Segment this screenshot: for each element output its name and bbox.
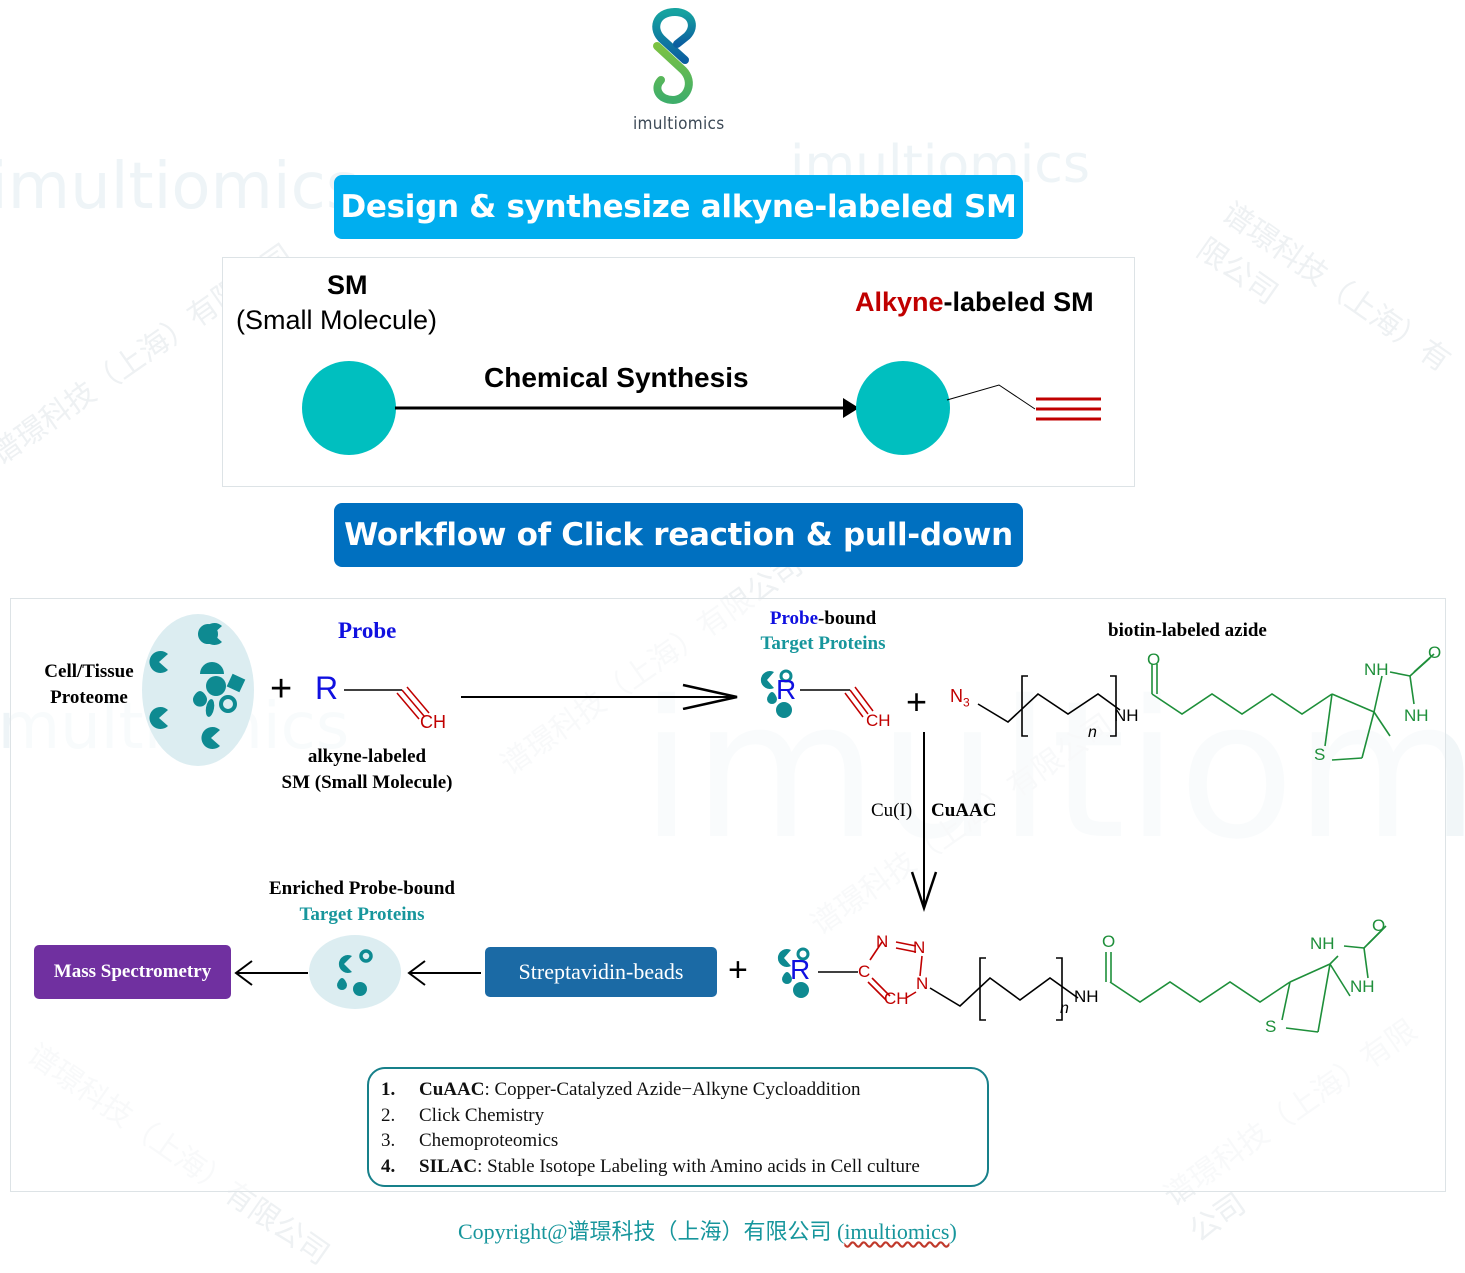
reaction-arrow-right: [461, 683, 738, 710]
note-term: SILAC: [419, 1155, 478, 1177]
cuaac-label: CuAAC: [931, 800, 997, 821]
probe-bound-line1: Probe-bound: [769, 608, 877, 629]
note-item: 1. CuAAC: Copper-Catalyzed Azide−Alkyne …: [381, 1077, 987, 1103]
alkyne-linker: [946, 384, 1036, 410]
note-item: 2. Click Chemistry: [381, 1103, 987, 1129]
triazole-N-1: N: [876, 932, 889, 951]
sm-title: SM: [327, 270, 368, 300]
product-n-subscript: n: [1060, 1000, 1069, 1017]
copyright-prefix: Copyright@谱璟科技（上海）有限公司 (: [458, 1219, 845, 1244]
synthesis-arrow-head: [843, 398, 859, 418]
biotin-azide-structure: [977, 653, 1435, 761]
probe-bound-title: Probe-bound Target Proteins: [753, 606, 893, 656]
note-number: 3.: [381, 1130, 396, 1151]
probe-R-group: R: [315, 670, 339, 706]
note-text: : Stable Isotope Labeling with Amino aci…: [477, 1155, 920, 1177]
triazole-N-3: N: [916, 974, 929, 993]
imultiomics-logo-icon: [652, 8, 696, 104]
note-item: 3. Chemoproteomics: [381, 1128, 987, 1154]
proteome-label-line2: Proteome: [50, 687, 128, 708]
biotin-NH-2: NH: [1404, 706, 1429, 725]
biotin-S: S: [1314, 745, 1326, 764]
azide-NH-amide: NH: [1114, 706, 1139, 725]
bound-CH: CH: [866, 711, 891, 730]
sm-molecule-circle: [302, 361, 396, 455]
note-text: Click Chemistry: [419, 1104, 545, 1126]
probe-bound-line2: Target Proteins: [760, 633, 886, 654]
biotin-NH-1: NH: [1364, 660, 1389, 679]
azide-carbonyl-O: O: [1147, 650, 1161, 669]
labeled-molecule-circle: [856, 361, 950, 455]
enriched-line2: Target Proteins: [299, 904, 425, 925]
triazole-product-structure: [818, 925, 1387, 1033]
copyright-footer: Copyright@谱璟科技（上海）有限公司 (imultiomics): [458, 1214, 957, 1246]
biotin-urea-O: O: [1428, 643, 1442, 662]
synthesis-panel: SM (Small Molecule) Alkyne-labeled SM Ch…: [222, 257, 1135, 487]
sm-subtitle: (Small Molecule): [236, 305, 438, 335]
alkyne-word: Alkyne: [855, 287, 944, 317]
plus-sign-3: +: [728, 951, 748, 989]
note-text: : Copper-Catalyzed Azide−Alkyne Cycloadd…: [484, 1079, 861, 1100]
proteome-label-line1: Cell/Tissue: [44, 661, 134, 682]
note-number: 1.: [381, 1079, 396, 1100]
watermark-company-1: 谱璟科技（上海）有限公司: [1190, 195, 1457, 380]
probe-caption-line1: alkyne-labeled: [307, 746, 427, 767]
alkyne-labeled-sm-title: Alkyne-labeled SM: [855, 287, 1094, 318]
enriched-proteins-icon: [309, 935, 401, 1009]
synthesis-graphic: [302, 361, 1101, 455]
azide-title: biotin-labeled azide: [1108, 620, 1267, 641]
labeled-sm-word: -labeled SM: [943, 287, 1094, 317]
mass-spectrometry-box: Mass Spectrometry: [34, 945, 231, 999]
probe-caption-line2: SM (Small Molecule): [281, 772, 453, 793]
arrow-to-mass-spec: [234, 960, 308, 986]
streptavidin-beads-box: Streptavidin-beads: [485, 947, 717, 997]
banner-workflow: Workflow of Click reaction & pull-down: [334, 503, 1023, 567]
plus-sign-1: +: [270, 668, 293, 710]
enriched-title: Enriched Probe-bound Target Proteins: [252, 876, 472, 928]
product-biotin-S: S: [1265, 1017, 1277, 1036]
copyright-suffix: ): [949, 1219, 957, 1244]
proteome-label: Cell/Tissue Proteome: [36, 659, 142, 711]
product-NH-amide: NH: [1074, 987, 1099, 1006]
probe-CH: CH: [420, 712, 446, 732]
product-R-group: R: [790, 954, 811, 985]
note-term: CuAAC: [419, 1079, 485, 1100]
triazole-CH: CH: [884, 989, 909, 1008]
logo-text: imultiomics: [633, 114, 725, 134]
azide-N3: N3: [950, 686, 970, 710]
catalyst-label: Cu(I): [871, 800, 913, 821]
note-item: 4. SILAC: Stable Isotope Labeling with A…: [381, 1154, 987, 1180]
note-number: 4.: [381, 1155, 396, 1177]
note-text: Chemoproteomics: [419, 1130, 559, 1151]
arrow-to-enriched: [407, 960, 481, 986]
azide-n-subscript: n: [1088, 724, 1097, 741]
probe-bound-protein-icon: [760, 669, 793, 718]
bound-R-group: R: [776, 674, 797, 705]
chemical-synthesis-label: Chemical Synthesis: [484, 362, 749, 393]
probe-title: Probe: [338, 618, 397, 643]
triazole-N-2: N: [913, 938, 926, 957]
abbreviations-notes-box: 1. CuAAC: Copper-Catalyzed Azide−Alkyne …: [367, 1067, 989, 1187]
product-carbonyl-O: O: [1102, 932, 1116, 951]
product-biotin-urea-O: O: [1372, 916, 1386, 935]
banner-design-synthesize: Design & synthesize alkyne-labeled SM: [334, 175, 1023, 239]
product-biotin-NH-2: NH: [1350, 977, 1375, 996]
triazole-C: C: [858, 962, 871, 981]
bound-alkyne-bonds: [800, 686, 874, 718]
product-biotin-NH-1: NH: [1310, 934, 1335, 953]
enriched-line1: Enriched Probe-bound: [269, 878, 455, 899]
proteome-cell-icon: [142, 614, 254, 766]
product-protein-icon: [777, 947, 810, 998]
cuaac-arrow-down: [910, 732, 938, 912]
note-number: 2.: [381, 1104, 396, 1126]
watermark-brand-left: imultiomics: [0, 150, 360, 224]
copyright-brand-link[interactable]: imultiomics: [844, 1219, 950, 1244]
probe-alkyne-bonds: [344, 686, 430, 720]
plus-sign-2: +: [906, 681, 928, 722]
probe-caption: alkyne-labeled SM (Small Molecule): [262, 744, 472, 796]
